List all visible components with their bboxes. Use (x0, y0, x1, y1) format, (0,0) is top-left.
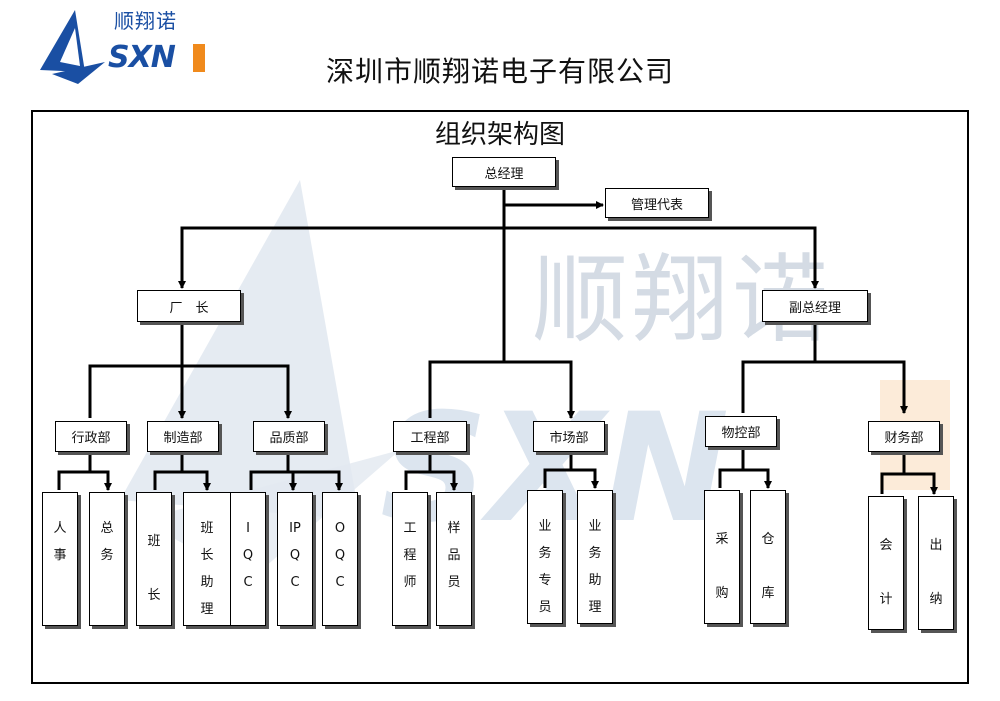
chart-title: 组织架构图 (434, 120, 565, 150)
node-factory-director: 厂 长 (137, 290, 241, 322)
leaf-warehouse-label: 仓库 (761, 532, 775, 601)
leaf-team-leader-label: 班长 (147, 534, 161, 603)
leaf-accounting-label: 会计 (879, 538, 893, 607)
leaf-sales-assistant: 业务助理 (577, 490, 613, 624)
node-general-manager: 总经理 (452, 157, 556, 187)
logo-brand: SXN (108, 40, 176, 75)
node-manufacturing-dept: 制造部 (147, 421, 219, 452)
logo-orange-mark (193, 44, 205, 72)
leaf-oqc: OQC (322, 492, 358, 626)
node-quality-dept: 品质部 (253, 421, 325, 452)
node-finance-dept: 财务部 (868, 421, 940, 452)
leaf-team-leader-assistant-label: 班长助理 (200, 521, 214, 617)
leaf-sales-specialist: 业务专员 (527, 490, 563, 624)
node-deputy-gm: 副总经理 (762, 290, 868, 322)
leaf-sales-specialist-label: 业务专员 (538, 519, 552, 615)
leaf-sample-staff: 样品员 (436, 492, 472, 626)
leaf-purchasing: 采购 (704, 490, 740, 624)
logo-name: 顺翔诺 (114, 9, 177, 33)
leaf-sample-staff-label: 样品员 (447, 521, 461, 590)
node-material-control-dept: 物控部 (705, 416, 777, 447)
chart-frame (31, 110, 969, 684)
leaf-team-leader-assistant: 班长助理 (183, 492, 231, 626)
leaf-oqc-label: OQC (334, 521, 346, 590)
leaf-ipqc: IPQC (277, 492, 313, 626)
leaf-cashier-label: 出纳 (929, 538, 943, 607)
node-management-rep: 管理代表 (605, 188, 709, 218)
company-title: 深圳市顺翔诺电子有限公司 (325, 55, 674, 88)
leaf-ipqc-label: IPQC (289, 521, 301, 590)
leaf-sales-assistant-label: 业务助理 (588, 519, 602, 615)
node-marketing-dept: 市场部 (533, 421, 605, 452)
leaf-cashier: 出纳 (918, 496, 954, 630)
node-admin-dept: 行政部 (55, 421, 127, 452)
leaf-iqc-label: IQC (242, 521, 254, 590)
leaf-warehouse: 仓库 (750, 490, 786, 624)
leaf-team-leader: 班长 (136, 492, 172, 626)
leaf-iqc: IQC (230, 492, 266, 626)
leaf-engineer: 工程师 (392, 492, 428, 626)
leaf-purchasing-label: 采购 (715, 532, 729, 601)
leaf-accounting: 会计 (868, 496, 904, 630)
leaf-general-affairs-label: 总务 (100, 521, 114, 563)
node-engineering-dept: 工程部 (393, 421, 467, 452)
leaf-hr: 人事 (42, 492, 78, 626)
leaf-general-affairs: 总务 (89, 492, 125, 626)
logo-icon (40, 10, 105, 84)
leaf-engineer-label: 工程师 (403, 521, 417, 590)
leaf-hr-label: 人事 (53, 521, 67, 563)
